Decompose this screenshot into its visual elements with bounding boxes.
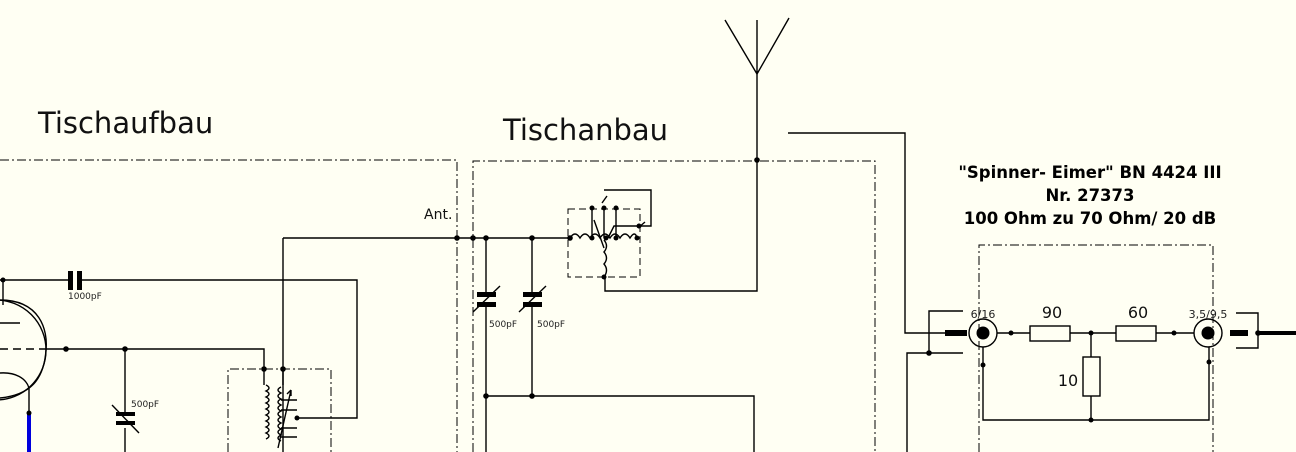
resistor-10-icon	[1082, 356, 1101, 397]
capacitor-1000pf-icon	[68, 271, 82, 290]
resistor-label: 10	[1058, 371, 1078, 390]
tank-wires	[485, 238, 755, 452]
capacitor-label: 500pF	[489, 320, 517, 330]
connector-input-label: 6/16	[971, 308, 996, 321]
resistor-label: 90	[1042, 303, 1062, 322]
output-cable-icon	[1230, 312, 1296, 349]
antenna-icon	[604, 17, 790, 292]
connector-plug-icon	[945, 330, 967, 336]
coil-icon	[263, 369, 297, 449]
capacitor-label: 1000pF	[68, 292, 102, 302]
variable-capacitor-icon	[111, 349, 140, 452]
feeder-wire	[788, 132, 963, 452]
enclosure-tischanbau	[472, 160, 876, 452]
coax-connector-input-icon	[968, 318, 998, 348]
enclosure-tischaufbau	[0, 159, 458, 452]
resistor-90-icon	[1029, 325, 1071, 342]
variable-capacitor-icon	[518, 285, 547, 313]
svg-text:Nr. 27373: Nr. 27373	[1045, 186, 1134, 205]
capacitor-label: 500pF	[131, 400, 159, 410]
junction	[754, 157, 760, 163]
section-title-tischaufbau: Tischaufbau	[37, 106, 213, 140]
resistor-label: 60	[1128, 303, 1148, 322]
section-title-tischanbau: Tischanbau	[502, 113, 668, 147]
svg-text:100 Ohm zu 70 Ohm/ 20 dB: 100 Ohm zu 70 Ohm/ 20 dB	[964, 209, 1217, 228]
connector-output-label: 3,5/9,5	[1189, 308, 1228, 321]
coil-shield-box	[227, 368, 332, 452]
variometer-coil-icon	[569, 189, 652, 280]
resistor-60-icon	[1115, 325, 1157, 342]
plate-wire	[0, 279, 358, 419]
coax-connector-output-icon	[1193, 318, 1223, 348]
grid-wire	[42, 348, 265, 369]
antenna-label: Ant.	[424, 207, 452, 223]
variable-capacitor-icon	[472, 285, 501, 313]
attenuator-enclosure	[978, 244, 1214, 452]
attenuator-title: "Spinner- Eimer" BN 4424 III Nr. 27373 1…	[958, 163, 1221, 228]
attenuator-wires	[982, 332, 1210, 421]
capacitor-label: 500pF	[537, 320, 565, 330]
svg-text:"Spinner- Eimer" BN 4424 III: "Spinner- Eimer" BN 4424 III	[958, 163, 1221, 182]
vacuum-tube-icon	[0, 277, 47, 452]
